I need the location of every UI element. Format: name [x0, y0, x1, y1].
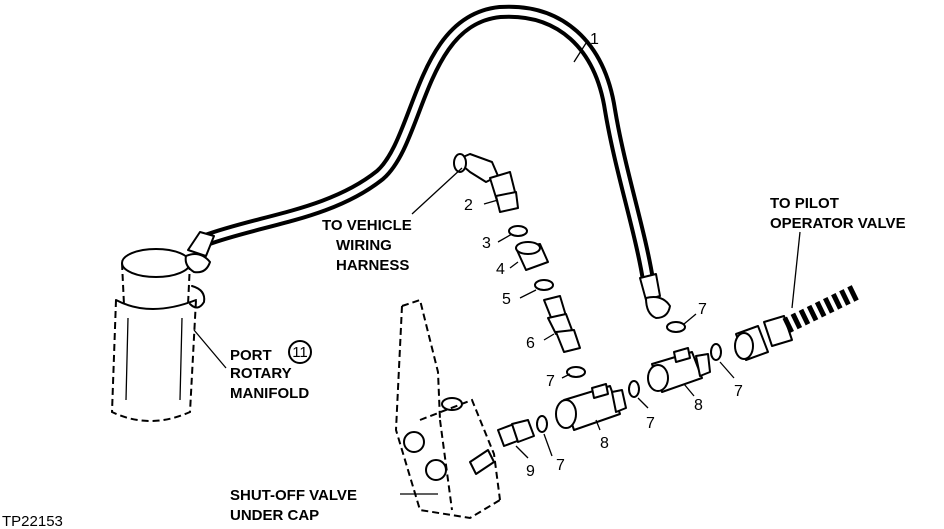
port-number-circle [288, 340, 312, 364]
part-7-oring-c [628, 380, 640, 398]
label-shut-off-line1: SHUT-OFF VALVE [230, 487, 357, 504]
part-8-tee-right [647, 347, 711, 393]
part-5-washer [534, 279, 554, 291]
part-9-fitting [497, 419, 535, 447]
callout-1: 1 [590, 31, 599, 48]
label-to-pilot-line1: TO PILOT [770, 195, 839, 212]
label-port-number: 11 [292, 344, 308, 361]
rotary-manifold [110, 248, 206, 422]
label-to-vehicle-line1: TO VEHICLE [322, 217, 412, 234]
callout-7d: 7 [734, 383, 743, 400]
part-6-fitting [543, 295, 581, 353]
part-4-nut [515, 241, 549, 271]
part-3-washer [508, 225, 528, 237]
label-to-vehicle-line3: HARNESS [336, 257, 409, 274]
part-7-oring-d [710, 343, 722, 361]
callout-2: 2 [464, 197, 473, 214]
shut-off-valve [394, 298, 501, 520]
label-port: PORT [230, 347, 272, 364]
callout-7c: 7 [646, 415, 655, 432]
part-7-washer-b [566, 366, 586, 378]
hose-1 [184, 4, 671, 319]
pilot-hose [782, 284, 860, 334]
part-8-tee-left [555, 383, 627, 431]
callout-8a: 8 [694, 397, 703, 414]
callout-7a: 7 [698, 301, 707, 318]
callout-7e: 7 [556, 457, 565, 474]
callout-5: 5 [502, 291, 511, 308]
label-rotary: ROTARY [230, 365, 292, 382]
callout-4: 4 [496, 261, 505, 278]
part-2-elbow-switch [453, 153, 519, 213]
callout-6: 6 [526, 335, 535, 352]
callout-8b: 8 [600, 435, 609, 452]
pilot-line-fitting [734, 315, 793, 361]
callout-7b: 7 [546, 373, 555, 390]
label-shut-off-line2: UNDER CAP [230, 507, 319, 524]
callout-3: 3 [482, 235, 491, 252]
figure-id: TP22153 [2, 513, 63, 529]
part-7-washer-a [666, 321, 686, 333]
part-7-oring-e [536, 415, 548, 433]
label-manifold: MANIFOLD [230, 385, 309, 402]
label-to-pilot-line2: OPERATOR VALVE [770, 215, 906, 232]
label-to-vehicle-line2: WIRING [336, 237, 392, 254]
callout-9: 9 [526, 463, 535, 480]
leader-lines [193, 39, 801, 495]
